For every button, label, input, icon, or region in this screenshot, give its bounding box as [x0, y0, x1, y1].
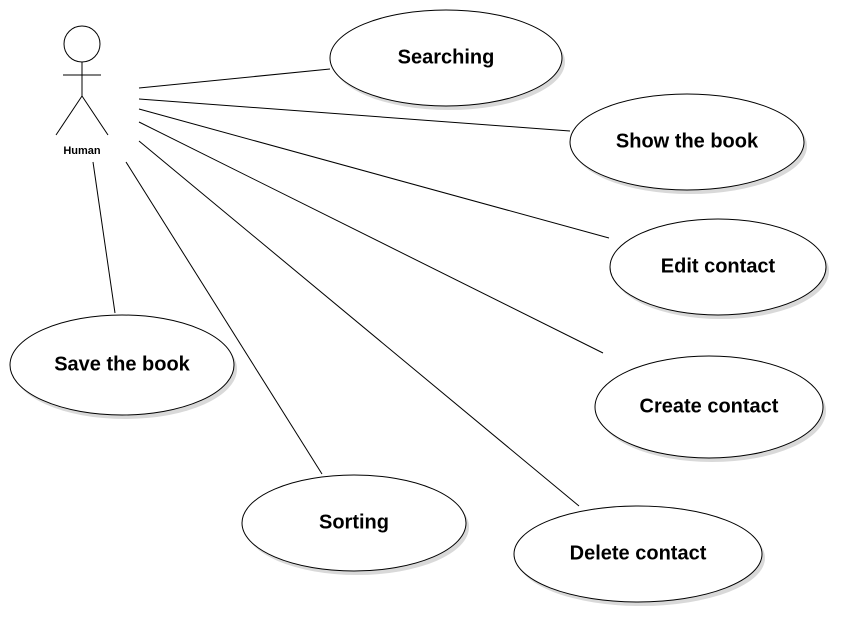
association-sorting — [125, 161, 323, 475]
use-case-label: Sorting — [319, 511, 389, 533]
actor-label: Human — [63, 145, 101, 157]
use-case-label: Save the book — [54, 353, 190, 375]
use-case-ellipse — [9, 314, 235, 416]
use-case-edit-contact[interactable]: Edit contact — [609, 218, 829, 319]
use-case-ellipse — [609, 218, 827, 316]
use-case-label: Edit contact — [661, 255, 776, 277]
association-searching — [138, 68, 331, 89]
association-delete-contact — [138, 140, 580, 507]
use-case-create-contact[interactable]: Create contact — [594, 355, 826, 462]
use-case-ellipse — [241, 474, 467, 572]
use-case-label: Delete contact — [570, 542, 707, 564]
use-case-delete-contact[interactable]: Delete contact — [513, 505, 765, 606]
actor-left-leg — [55, 95, 83, 136]
use-case-sorting[interactable]: Sorting — [241, 474, 469, 575]
use-case-save-the-book[interactable]: Save the book — [9, 314, 237, 419]
use-case-show-the-book[interactable]: Show the book — [569, 93, 807, 194]
use-case-label: Searching — [398, 46, 495, 68]
use-case-ellipse — [594, 355, 824, 459]
use-case-searching[interactable]: Searching — [329, 9, 565, 110]
use-case-label: Show the book — [616, 130, 759, 152]
use-case-ellipse — [569, 93, 805, 191]
association-show-the-book — [138, 98, 571, 132]
actor-human[interactable]: Human — [55, 25, 109, 157]
use-case-ellipse — [513, 505, 763, 603]
actor-right-leg — [81, 95, 109, 136]
association-edit-contact — [138, 108, 610, 239]
actor-head — [63, 25, 101, 63]
use-case-ellipse — [329, 9, 563, 107]
associations — [92, 68, 610, 507]
association-create-contact — [138, 121, 604, 354]
association-save-the-book — [92, 161, 116, 314]
use-case-label: Create contact — [640, 395, 779, 417]
